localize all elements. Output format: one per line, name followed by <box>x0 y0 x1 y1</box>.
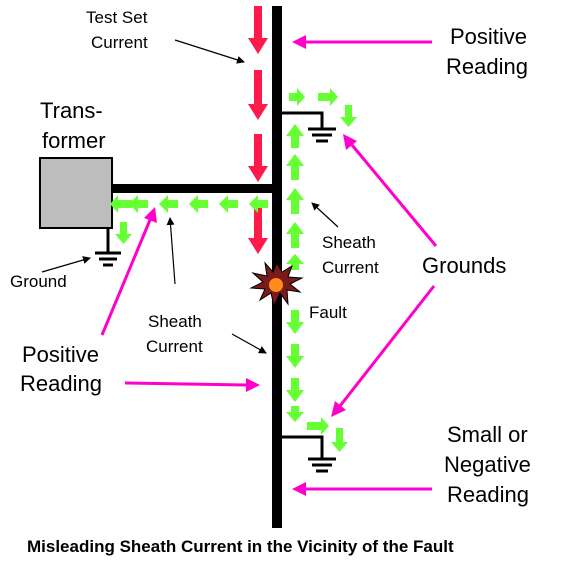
positive-reading-left-line2: Reading <box>20 371 102 396</box>
sheath-arrow <box>219 195 238 213</box>
ground-symbol-transformer <box>95 228 121 267</box>
grounds-label: Grounds <box>422 253 506 278</box>
test-current-arrow <box>248 208 268 254</box>
sheath-arrow <box>110 195 132 213</box>
sheath-arrow <box>286 188 304 214</box>
sheath-arrow <box>286 222 304 248</box>
positive-reading-top-line1: Positive <box>450 24 527 49</box>
small-negative-reading-line2: Negative <box>444 452 531 477</box>
test-current-arrow <box>248 134 268 182</box>
caption: Misleading Sheath Current in the Vicinit… <box>27 537 454 556</box>
sheath-current-right-line1: Sheath <box>322 233 376 252</box>
fault-label: Fault <box>309 303 347 322</box>
sheath-arrow <box>189 195 208 213</box>
sheath-arrow <box>331 428 348 452</box>
sheath-arrow <box>159 195 178 213</box>
sheath-arrow <box>286 124 304 148</box>
sheath-arrow <box>286 406 304 422</box>
test-set-current-line2: Current <box>91 33 148 52</box>
positive-reading-top-line2: Reading <box>446 54 528 79</box>
test-current-arrow <box>248 70 268 120</box>
sheath-arrow <box>286 310 304 334</box>
sheath-arrow <box>318 88 338 106</box>
sheath-arrow <box>115 222 132 244</box>
sheath-arrow <box>289 88 305 106</box>
sheath-current-left-line2: Current <box>146 337 203 356</box>
small-negative-reading-line3: Reading <box>447 482 529 507</box>
transformer-lead <box>112 184 276 193</box>
transformer-label-line2: former <box>42 128 106 153</box>
grounds-arrow-top <box>350 144 438 247</box>
sheath-arrow <box>340 105 357 127</box>
reading-arrow-left <box>124 381 247 387</box>
test-current-arrow <box>248 6 268 54</box>
transformer-label-line1: Trans- <box>40 98 103 123</box>
sheath-current-right-line2: Current <box>322 258 379 277</box>
small-negative-reading-line1: Small or <box>447 422 528 447</box>
ground-label: Ground <box>10 272 67 291</box>
sheath-arrow <box>286 378 304 402</box>
test-current-arrows <box>248 6 268 254</box>
test-set-current-line1: Test Set <box>86 8 148 27</box>
transformer-box <box>39 157 113 229</box>
sheath-arrow <box>249 195 268 213</box>
ground-symbol-top <box>282 111 336 143</box>
sheath-arrow <box>129 195 148 213</box>
ground-symbol-bottom <box>282 435 336 473</box>
sheath-current-arrows <box>110 88 357 452</box>
sheath-arrow <box>286 254 304 270</box>
reading-arrows <box>100 35 438 496</box>
positive-reading-left-arrow <box>100 219 152 336</box>
pointer-arrows <box>41 39 339 354</box>
grounds-arrow-bottom <box>338 285 436 407</box>
sheath-arrow <box>307 417 329 435</box>
fault-core <box>269 278 283 292</box>
sheath-arrow <box>286 154 304 180</box>
sheath-current-left-line1: Sheath <box>148 312 202 331</box>
sheath-arrow <box>286 344 304 368</box>
positive-reading-left-line1: Positive <box>22 342 99 367</box>
